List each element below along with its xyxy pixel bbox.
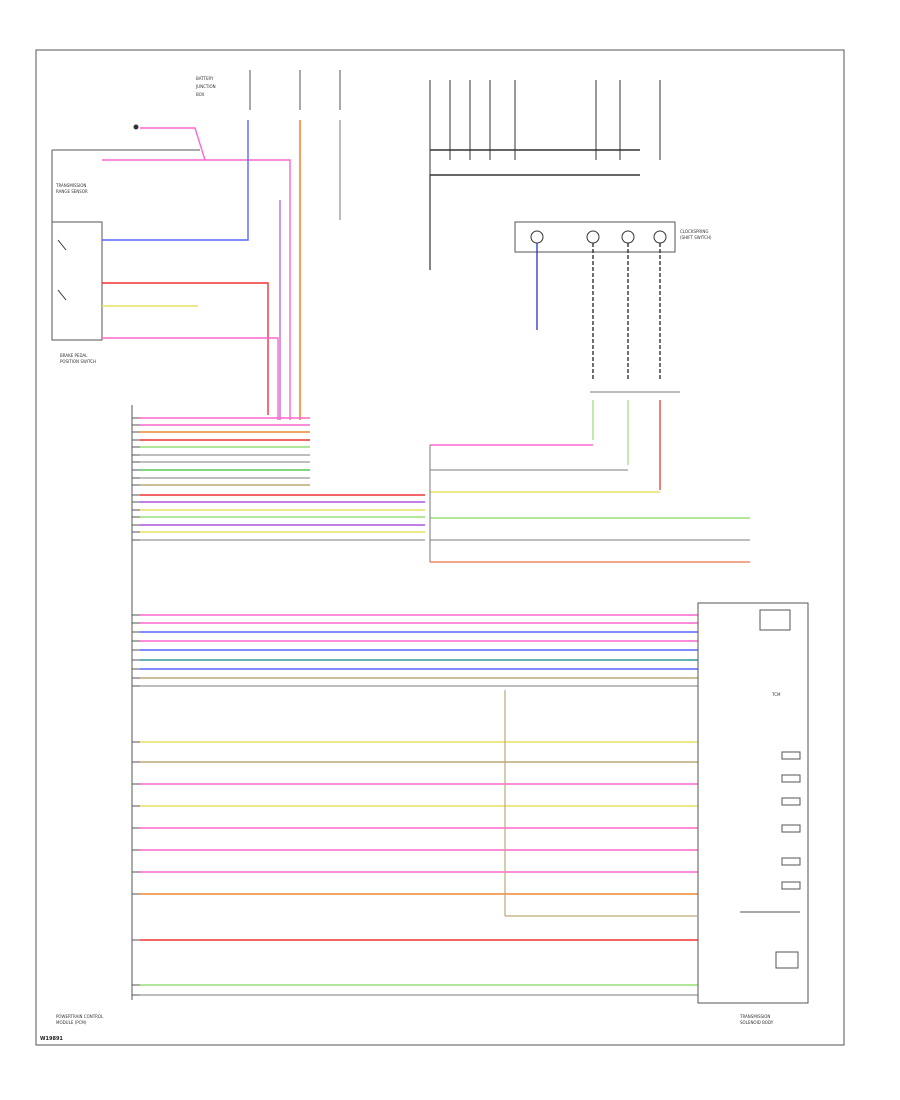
diagram-code: W19891	[40, 1036, 63, 1042]
diagram-border	[35, 49, 845, 1046]
svg-text:(SHIFT SWITCH): (SHIFT SWITCH)	[680, 235, 712, 240]
transmission-module: TCM TRANSMISSION SOLENOID BODY	[697, 602, 809, 1025]
pcm-label: POWERTRAIN CONTROL	[56, 1014, 104, 1019]
fuse-box-label: BATTERY	[196, 76, 214, 81]
svg-text:TRANSMISSION: TRANSMISSION	[739, 1014, 770, 1019]
svg-text:BOX: BOX	[196, 92, 205, 97]
svg-text:BRAKE PEDAL: BRAKE PEDAL	[60, 353, 88, 358]
svg-text:MODULE (PCM): MODULE (PCM)	[56, 1020, 87, 1025]
svg-text:SOLENOID BODY: SOLENOID BODY	[740, 1020, 774, 1025]
transmission-range-switch: TRANSMISSION RANGE SENSOR BRAKE PEDAL PO…	[51, 124, 200, 364]
svg-text:POSITION SWITCH: POSITION SWITCH	[60, 359, 96, 364]
svg-text:CLOCKSPRING: CLOCKSPRING	[680, 229, 708, 234]
svg-text:JUNCTION: JUNCTION	[195, 84, 216, 89]
solenoid-symbols	[740, 751, 801, 969]
pcm-connector-rows	[131, 405, 698, 1000]
svg-text:TCM: TCM	[771, 692, 781, 697]
svg-text:RANGE SENSOR: RANGE SENSOR	[56, 189, 88, 194]
shift-switch-block: CLOCKSPRING (SHIFT SWITCH)	[429, 80, 712, 253]
svg-text:TRANSMISSION: TRANSMISSION	[55, 183, 86, 188]
